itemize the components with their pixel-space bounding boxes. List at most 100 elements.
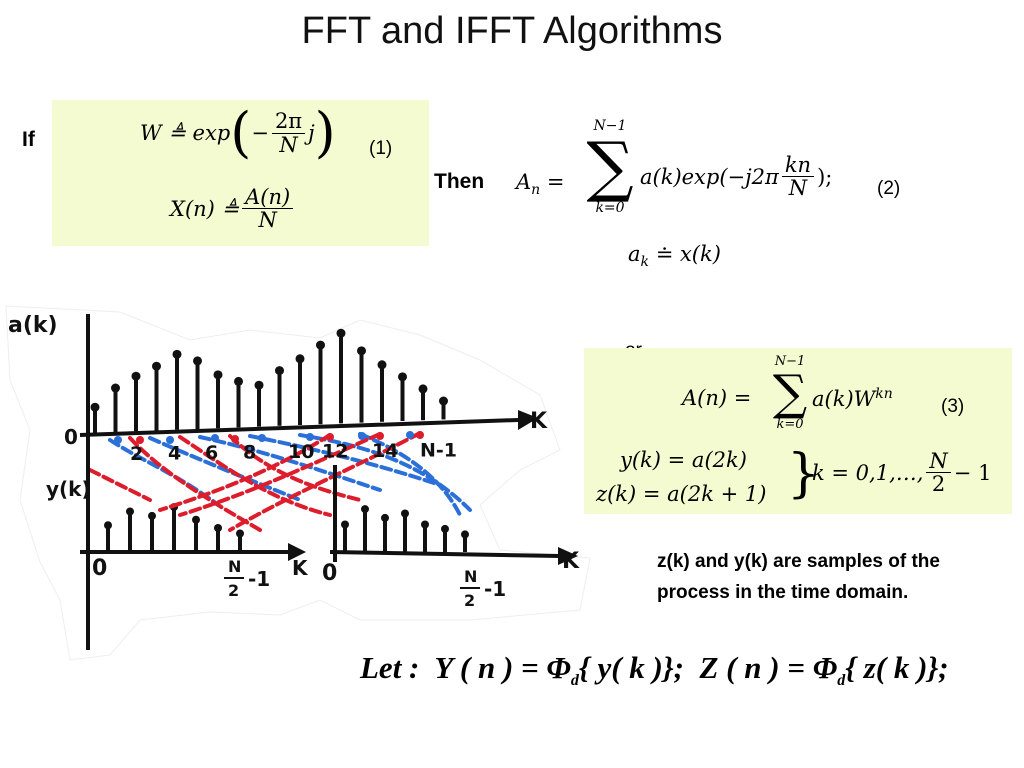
butterfly-arrows-group — [88, 431, 472, 532]
bottom-right-stem-head — [361, 505, 369, 514]
index-label: 14 — [372, 440, 398, 462]
red-butterfly-arrow — [228, 434, 362, 502]
k-range: k = 0,1,…, N 2 − 1 — [812, 450, 991, 495]
bottom-right-stem-head — [421, 520, 429, 529]
if-label: If — [22, 128, 35, 151]
kn-numerator: kn — [781, 154, 815, 178]
let-prefix: Let : — [360, 650, 420, 685]
right-bottom-axis — [329, 550, 561, 558]
note-line-2: process in the time domain. — [657, 582, 909, 603]
eq2-lhs: An = — [516, 170, 565, 199]
red-node-dot — [136, 436, 144, 444]
top-stem-head — [295, 354, 305, 364]
bottom-right-stem-head — [461, 530, 469, 539]
eq3-sum-bottom: k=0 — [776, 417, 804, 432]
eq3-lhs: A(n) = — [682, 386, 752, 410]
left-paren: ( — [230, 101, 252, 164]
eq2-sum: N−1 ∑ k=0 — [580, 118, 640, 216]
blue-node-dot — [114, 436, 122, 444]
eq2-tag: (2) — [877, 178, 901, 199]
z-subscript: d — [837, 672, 846, 690]
top-stem-head — [213, 370, 223, 380]
half-n-label-right: N — [464, 567, 477, 586]
note-line-1: z(k) and y(k) are samples of the — [657, 551, 940, 572]
top-stem-head — [316, 340, 325, 350]
blue-node-dot — [211, 434, 219, 442]
bottom-left-stem-head — [236, 529, 244, 538]
bottom-right-stem-head — [441, 524, 449, 533]
eq3-summand: a(k)Wkn — [812, 386, 893, 411]
n-denominator: N — [279, 132, 298, 157]
minus-sign: − — [251, 121, 269, 145]
eq3-sum-top: N−1 — [774, 354, 806, 369]
a-n-numerator: A(n) — [242, 186, 294, 210]
k-bottom-label: K — [562, 549, 580, 574]
top-stem-head — [275, 366, 284, 376]
top-stem-head — [439, 396, 448, 406]
blue-node-dot — [258, 434, 266, 442]
blue-butterfly-arrow — [148, 436, 302, 502]
n-denominator-2: N — [258, 208, 277, 233]
top-stems-group — [90, 328, 448, 433]
slide-title: FFT and IFFT Algorithms — [301, 10, 723, 52]
then-label: Then — [434, 170, 485, 193]
sigma-icon: ∑ — [586, 128, 634, 205]
top-stem-head — [377, 360, 387, 370]
z-arg: { z( k )}; — [845, 650, 949, 685]
zero-left-label: 0 — [92, 556, 107, 581]
paper-outline — [5, 305, 591, 661]
minus1-label-right: -1 — [484, 577, 506, 601]
bottom-left-stem-head — [148, 511, 156, 520]
red-node-dot — [416, 431, 424, 439]
y-transform: Y ( n ) = Φ — [434, 650, 571, 685]
index-label: 2 — [130, 443, 143, 465]
index-label: 8 — [243, 442, 256, 464]
top-stem-head — [90, 402, 100, 412]
a-k-label: a(k) — [8, 313, 58, 338]
blue-butterfly-arrow — [248, 434, 442, 487]
split-definition-box: A(n) = N−1 ∑ k=0 a(k)Wkn (3) y(k) = a(2k… — [584, 348, 1012, 514]
a-over-n: A(n) N — [242, 186, 294, 233]
k-mid-label: K — [292, 556, 309, 580]
index-label: 12 — [322, 441, 348, 463]
bottom-right-stem-head — [401, 509, 409, 518]
z-transform: Z ( n ) = Φ — [699, 650, 838, 685]
bottom-left-stem-head — [214, 524, 222, 532]
y-arg: { y( k )}; — [578, 650, 684, 685]
y-k-label: y(k) — [46, 477, 91, 501]
w-definition: W ≜ exp ( − 2π N j ) — [140, 106, 336, 160]
eq2-sum-bottom: k=0 — [595, 200, 625, 216]
index-label: 6 — [205, 442, 218, 464]
red-node-dot — [231, 435, 239, 443]
blue-node-dot — [306, 433, 314, 441]
red-butterfly-arrow — [158, 433, 332, 512]
definitions-box: W ≜ exp ( − 2π N j ) (1) X(n) ≜ A(n) N — [52, 100, 429, 246]
top-stem-head — [111, 383, 120, 393]
red-butterfly-arrow — [178, 435, 332, 517]
blue-node-dot — [406, 431, 414, 439]
x-definition: X(n) ≜ A(n) N — [170, 186, 296, 231]
half-d-label-right: 2 — [464, 591, 475, 610]
n-over-2: N 2 — [926, 450, 951, 495]
eq2-tail: ); — [817, 164, 833, 189]
bottom-left-stem-head — [192, 515, 200, 524]
minus-one: − 1 — [953, 460, 992, 485]
blue-node-dot — [358, 432, 366, 440]
eq3-sum: N−1 ∑ k=0 — [762, 354, 818, 432]
blue-node-dot — [166, 436, 174, 444]
top-stem-head — [131, 371, 141, 381]
eq2-sum-top: N−1 — [593, 118, 627, 134]
eq1-tag: (1) — [369, 138, 393, 159]
samples-note: z(k) and y(k) are samples of the process… — [657, 546, 940, 608]
top-stem-head — [172, 349, 182, 359]
red-node-dot — [376, 432, 384, 440]
right-brace: } — [787, 444, 821, 504]
top-stem-head — [193, 356, 202, 366]
k-top-label: K — [530, 409, 548, 434]
minus1-label-left: -1 — [248, 567, 270, 591]
half-n: N — [926, 450, 951, 474]
zero-mid-label: 0 — [322, 561, 337, 586]
blue-butterfly-arrow — [358, 432, 462, 517]
